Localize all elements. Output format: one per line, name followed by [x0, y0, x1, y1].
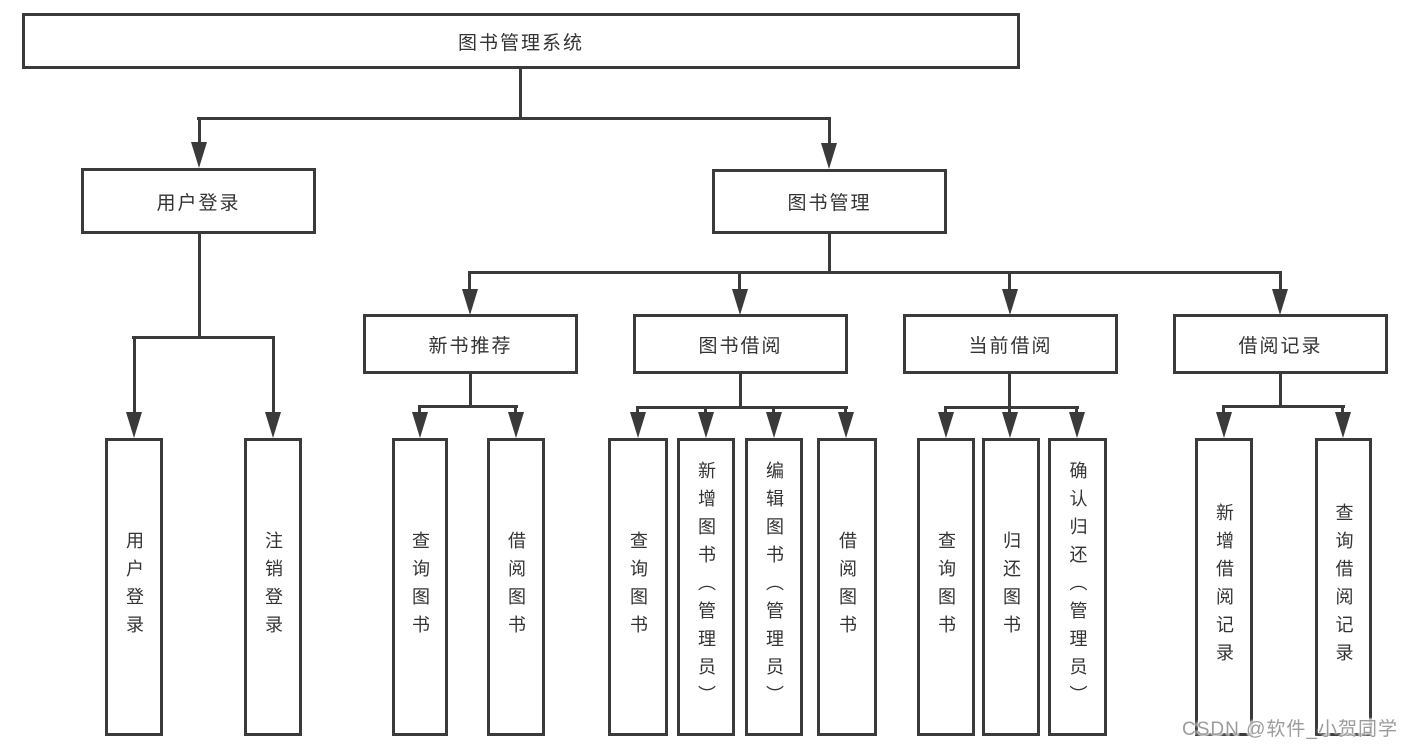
leaf-add-borrow-record: 新增借阅记录: [1195, 438, 1253, 736]
connector-line: [844, 406, 847, 414]
arrow-down-icon: [838, 412, 854, 438]
connector-line: [1075, 406, 1078, 414]
connector-line: [704, 406, 707, 414]
node-new-book-recommendation: 新书推荐: [363, 314, 578, 374]
leaf-confirm-return-admin: 确认归还（管理员）: [1048, 438, 1107, 736]
connector-line: [828, 234, 831, 274]
arrow-down-icon: [938, 412, 954, 438]
connector-line: [198, 234, 201, 339]
arrow-down-icon: [1069, 412, 1085, 438]
arrow-down-icon: [191, 142, 207, 168]
node-borrowing-records: 借阅记录: [1173, 314, 1388, 374]
arrow-down-icon: [508, 412, 524, 438]
connector-line: [772, 406, 775, 414]
node-root: 图书管理系统: [22, 13, 1020, 69]
connector-line: [1008, 271, 1011, 293]
connector-line: [519, 69, 522, 117]
connector-line: [1279, 271, 1282, 293]
leaf-query-books-current: 查询图书: [917, 438, 975, 736]
node-book-borrowing: 图书借阅: [633, 314, 848, 374]
leaf-add-book-admin: 新增图书（管理员）: [677, 438, 735, 736]
arrow-down-icon: [1216, 412, 1232, 438]
connector-line: [132, 336, 275, 339]
connector-line: [197, 117, 831, 120]
connector-line: [1008, 406, 1011, 414]
arrow-down-icon: [1272, 289, 1288, 315]
connector-line: [1008, 374, 1011, 408]
connector-line: [133, 336, 136, 414]
leaf-query-books-recommend: 查询图书: [392, 438, 448, 736]
connector-line: [272, 336, 275, 414]
arrow-down-icon: [462, 289, 478, 315]
connector-line: [198, 117, 201, 145]
arrow-down-icon: [1335, 412, 1351, 438]
connector-line: [419, 405, 518, 408]
connector-line: [468, 271, 471, 293]
arrow-down-icon: [1002, 289, 1018, 315]
connector-line: [514, 405, 517, 414]
arrow-down-icon: [412, 412, 428, 438]
arrow-down-icon: [1002, 412, 1018, 438]
leaf-borrow-books-recommend: 借阅图书: [487, 438, 545, 736]
arrow-down-icon: [732, 289, 748, 315]
connector-line: [944, 406, 1079, 409]
node-user-login: 用户登录: [81, 168, 316, 234]
arrow-down-icon: [766, 412, 782, 438]
connector-line: [1341, 405, 1344, 414]
connector-line: [828, 117, 831, 145]
leaf-query-books-borrowing: 查询图书: [608, 438, 668, 736]
leaf-edit-book-admin: 编辑图书（管理员）: [745, 438, 803, 736]
arrow-down-icon: [821, 143, 837, 169]
connector-line: [1222, 405, 1345, 408]
arrow-down-icon: [698, 412, 714, 438]
connector-line: [1279, 374, 1282, 407]
connector-line: [1222, 405, 1225, 414]
leaf-borrow-books: 借阅图书: [817, 438, 877, 736]
connector-line: [739, 374, 742, 408]
connector-line: [637, 406, 848, 409]
connector-line: [418, 405, 421, 414]
connector-line: [944, 406, 947, 414]
arrow-down-icon: [265, 412, 281, 438]
leaf-query-borrow-record: 查询借阅记录: [1315, 438, 1372, 736]
leaf-logout: 注销登录: [244, 438, 302, 736]
arrow-down-icon: [630, 412, 646, 438]
csdn-watermark: CSDN @软件_小贺同学: [1182, 719, 1398, 740]
connector-line: [469, 374, 472, 408]
arrow-down-icon: [126, 412, 142, 438]
connector-line: [738, 271, 741, 293]
node-book-management: 图书管理: [712, 169, 947, 234]
leaf-return-books: 归还图书: [982, 438, 1040, 736]
leaf-user-login: 用户登录: [105, 438, 163, 736]
connector-line: [636, 406, 639, 414]
connector-line: [468, 271, 1282, 274]
node-current-borrowing: 当前借阅: [903, 314, 1118, 374]
